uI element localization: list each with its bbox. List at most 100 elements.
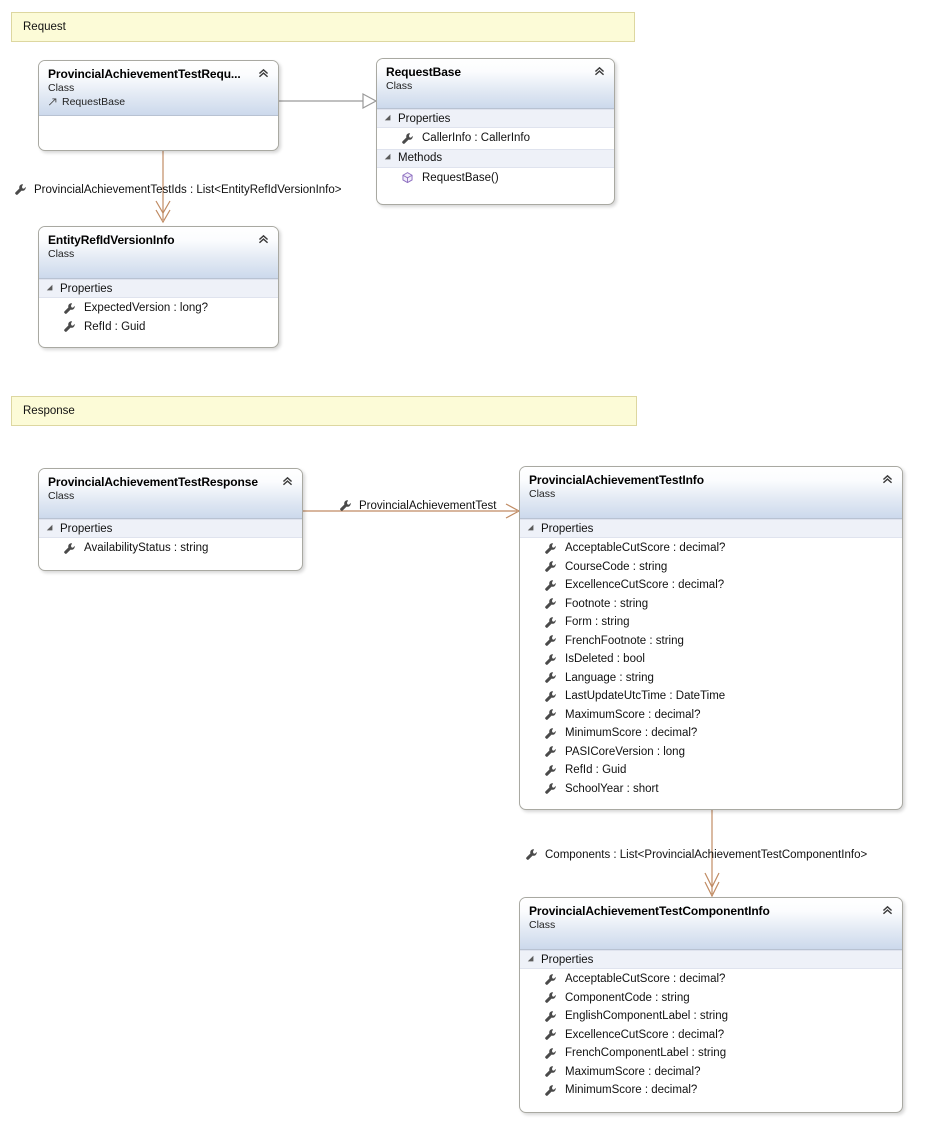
property-wrench-icon	[545, 1066, 556, 1078]
section-header-properties[interactable]: Properties	[377, 109, 614, 128]
class-provincial-achievement-test-component-info[interactable]: ProvincialAchievementTestComponentInfo C…	[519, 897, 903, 1113]
expander-triangle-icon[interactable]	[527, 955, 537, 964]
member-list: RequestBase()	[377, 168, 614, 192]
member-row[interactable]: RequestBase()	[377, 169, 614, 188]
member-row[interactable]: RefId : Guid	[520, 761, 902, 780]
member-label: RequestBase()	[422, 171, 499, 184]
property-wrench-icon	[402, 132, 413, 144]
property-wrench-icon	[545, 727, 556, 739]
class-provincial-achievement-test-info[interactable]: ProvincialAchievementTestInfo Class Prop…	[519, 466, 903, 810]
member-label: Language : string	[565, 671, 654, 684]
class-request-base[interactable]: RequestBase Class Properties CallerInfo …	[376, 58, 615, 205]
member-row[interactable]: SchoolYear : short	[520, 780, 902, 799]
section-header-label: Properties	[398, 112, 451, 125]
class-header: RequestBase Class	[377, 59, 614, 109]
member-row[interactable]: AcceptableCutScore : decimal?	[520, 970, 902, 989]
chevron-up-icon[interactable]	[881, 904, 894, 917]
member-row[interactable]: Footnote : string	[520, 595, 902, 614]
property-wrench-icon	[545, 746, 556, 758]
property-wrench-icon	[545, 635, 556, 647]
banner-request-label: Request	[23, 21, 66, 33]
member-row[interactable]: RefId : Guid	[39, 318, 278, 337]
class-empty-compartment	[39, 116, 278, 146]
member-row[interactable]: LastUpdateUtcTime : DateTime	[520, 687, 902, 706]
member-label: FrenchFootnote : string	[565, 634, 684, 647]
class-header: ProvincialAchievementTestResponse Class	[39, 469, 302, 519]
section-header-methods[interactable]: Methods	[377, 148, 614, 168]
property-wrench-icon	[545, 1047, 556, 1059]
banner-response[interactable]: Response	[11, 396, 637, 426]
member-row[interactable]: ExpectedVersion : long?	[39, 299, 278, 318]
property-wrench-icon	[340, 500, 351, 511]
expander-triangle-icon[interactable]	[384, 114, 394, 123]
chevron-up-icon[interactable]	[593, 65, 606, 78]
property-wrench-icon	[545, 1084, 556, 1096]
member-row[interactable]: MaximumScore : decimal?	[520, 706, 902, 725]
section-header-properties[interactable]: Properties	[520, 950, 902, 969]
class-stereotype: Class	[386, 80, 413, 92]
member-row[interactable]: Language : string	[520, 669, 902, 688]
property-wrench-icon	[545, 1010, 556, 1022]
section-header-properties[interactable]: Properties	[39, 279, 278, 298]
member-row[interactable]: AvailabilityStatus : string	[39, 539, 302, 558]
member-label: AcceptableCutScore : decimal?	[565, 973, 726, 986]
class-entity-refid-version-info[interactable]: EntityRefIdVersionInfo Class Properties …	[38, 226, 279, 348]
class-header: ProvincialAchievementTestInfo Class	[520, 467, 902, 519]
member-row[interactable]: EnglishComponentLabel : string	[520, 1007, 902, 1026]
member-row[interactable]: IsDeleted : bool	[520, 650, 902, 669]
member-label: PASICoreVersion : long	[565, 745, 685, 758]
banner-request[interactable]: Request	[11, 12, 635, 42]
member-label: RefId : Guid	[84, 320, 146, 333]
member-row[interactable]: MinimumScore : decimal?	[520, 724, 902, 743]
member-row[interactable]: PASICoreVersion : long	[520, 743, 902, 762]
member-row[interactable]: CourseCode : string	[520, 558, 902, 577]
member-row[interactable]: ComponentCode : string	[520, 989, 902, 1008]
member-list: CallerInfo : CallerInfo	[377, 128, 614, 149]
member-row[interactable]: Form : string	[520, 613, 902, 632]
chevron-up-icon[interactable]	[257, 233, 270, 246]
property-wrench-icon	[526, 849, 537, 860]
class-header: ProvincialAchievementTestComponentInfo C…	[520, 898, 902, 950]
expander-triangle-icon[interactable]	[46, 284, 56, 293]
member-label: ComponentCode : string	[565, 991, 690, 1004]
expander-triangle-icon[interactable]	[46, 524, 56, 533]
member-label: LastUpdateUtcTime : DateTime	[565, 690, 726, 703]
section-header-properties[interactable]: Properties	[520, 519, 902, 538]
class-title: ProvincialAchievementTestRequ...	[48, 67, 241, 81]
member-list: AvailabilityStatus : string	[39, 538, 302, 562]
member-row[interactable]: CallerInfo : CallerInfo	[377, 129, 614, 148]
expander-triangle-icon[interactable]	[384, 153, 394, 163]
class-stereotype: Class	[529, 488, 556, 500]
chevron-up-icon[interactable]	[257, 67, 270, 80]
property-wrench-icon	[545, 672, 556, 684]
expander-triangle-icon[interactable]	[527, 524, 537, 533]
assoc-label-provincial-achievement-test-text: ProvincialAchievementTest	[359, 499, 497, 512]
member-label: EnglishComponentLabel : string	[565, 1010, 729, 1023]
member-label: MaximumScore : decimal?	[565, 1065, 701, 1078]
class-title: EntityRefIdVersionInfo	[48, 233, 175, 247]
member-row[interactable]: ExcellenceCutScore : decimal?	[520, 1026, 902, 1045]
class-provincial-achievement-test-request[interactable]: ProvincialAchievementTestRequ... Class R…	[38, 60, 279, 151]
assoc-label-test-ids: ProvincialAchievementTestIds : List<Enti…	[14, 183, 341, 196]
class-provincial-achievement-test-response[interactable]: ProvincialAchievementTestResponse Class …	[38, 468, 303, 571]
property-wrench-icon	[545, 709, 556, 721]
member-row[interactable]: ExcellenceCutScore : decimal?	[520, 576, 902, 595]
section-header-properties[interactable]: Properties	[39, 519, 302, 538]
connector-inheritance-requestbase	[279, 92, 378, 110]
assoc-label-test-ids-text: ProvincialAchievementTestIds : List<Enti…	[34, 183, 342, 196]
chevron-up-icon[interactable]	[281, 475, 294, 488]
chevron-up-icon[interactable]	[881, 473, 894, 486]
assoc-label-components-text: Components : List<ProvincialAchievementT…	[545, 848, 868, 861]
class-header: EntityRefIdVersionInfo Class	[39, 227, 278, 279]
property-wrench-icon	[545, 616, 556, 628]
member-label: Footnote : string	[565, 597, 649, 610]
member-row[interactable]: FrenchFootnote : string	[520, 632, 902, 651]
member-label: IsDeleted : bool	[565, 653, 645, 666]
member-label: ExpectedVersion : long?	[84, 302, 209, 315]
member-row[interactable]: AcceptableCutScore : decimal?	[520, 539, 902, 558]
section-header-label: Properties	[541, 522, 594, 535]
member-row[interactable]: MinimumScore : decimal?	[520, 1081, 902, 1100]
inheritance-arrow-icon	[48, 98, 57, 106]
member-row[interactable]: FrenchComponentLabel : string	[520, 1044, 902, 1063]
member-row[interactable]: MaximumScore : decimal?	[520, 1063, 902, 1082]
